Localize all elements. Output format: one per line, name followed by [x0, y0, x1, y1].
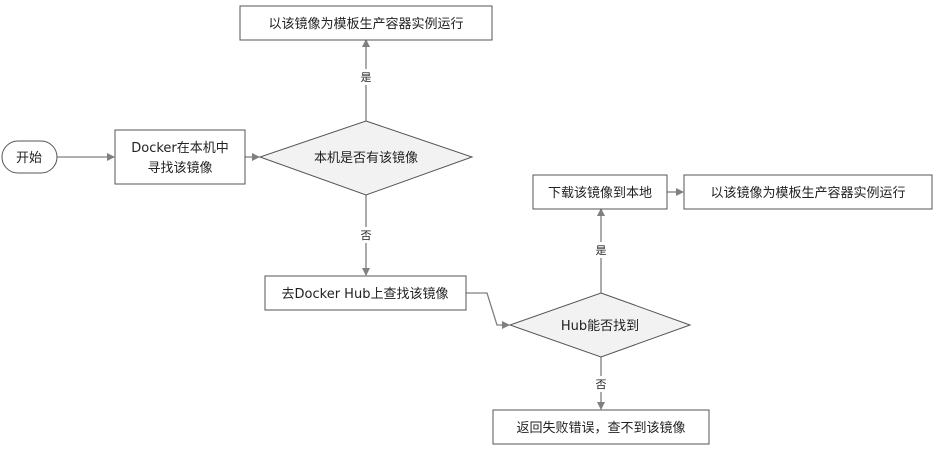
label-local-no: 否 [361, 229, 372, 242]
node-run-download-label: 以该镜像为模板生产容器实例运行 [710, 185, 905, 201]
node-hub-found-label: Hub能否找到 [561, 319, 639, 334]
node-search-local: Docker在本机中 寻找该镜像 [114, 129, 246, 185]
node-search-local-line2: 寻找该镜像 [147, 161, 212, 176]
edge-search-hub-to-hub-found [466, 292, 510, 329]
node-local-has-label: 本机是否有该镜像 [314, 151, 418, 166]
node-search-local-line1: Docker在本机中 [131, 141, 229, 156]
node-download-label: 下载该镜像到本地 [548, 186, 652, 201]
label-hub-yes: 是 [596, 244, 607, 257]
node-run-local: 以该镜像为模板生产容器实例运行 [239, 5, 493, 41]
node-local-has: 本机是否有该镜像 [258, 120, 474, 196]
node-search-hub: 去Docker Hub上查找该镜像 [264, 275, 467, 311]
node-run-local-label: 以该镜像为模板生产容器实例运行 [268, 16, 463, 32]
label-hub-no: 否 [596, 378, 607, 391]
node-start: 开始 [1, 140, 58, 174]
node-run-download: 以该镜像为模板生产容器实例运行 [683, 174, 933, 210]
node-error: 返回失败错误，查不到该镜像 [492, 409, 710, 445]
node-start-label: 开始 [16, 151, 42, 166]
edges [57, 39, 684, 410]
label-local-yes: 是 [361, 71, 372, 84]
node-error-label: 返回失败错误，查不到该镜像 [516, 421, 685, 436]
edge-labels: 是 否 是 否 [356, 69, 611, 392]
node-search-hub-label: 去Docker Hub上查找该镜像 [282, 287, 449, 302]
node-hub-found: Hub能否找到 [508, 292, 692, 358]
node-download: 下载该镜像到本地 [532, 174, 668, 210]
